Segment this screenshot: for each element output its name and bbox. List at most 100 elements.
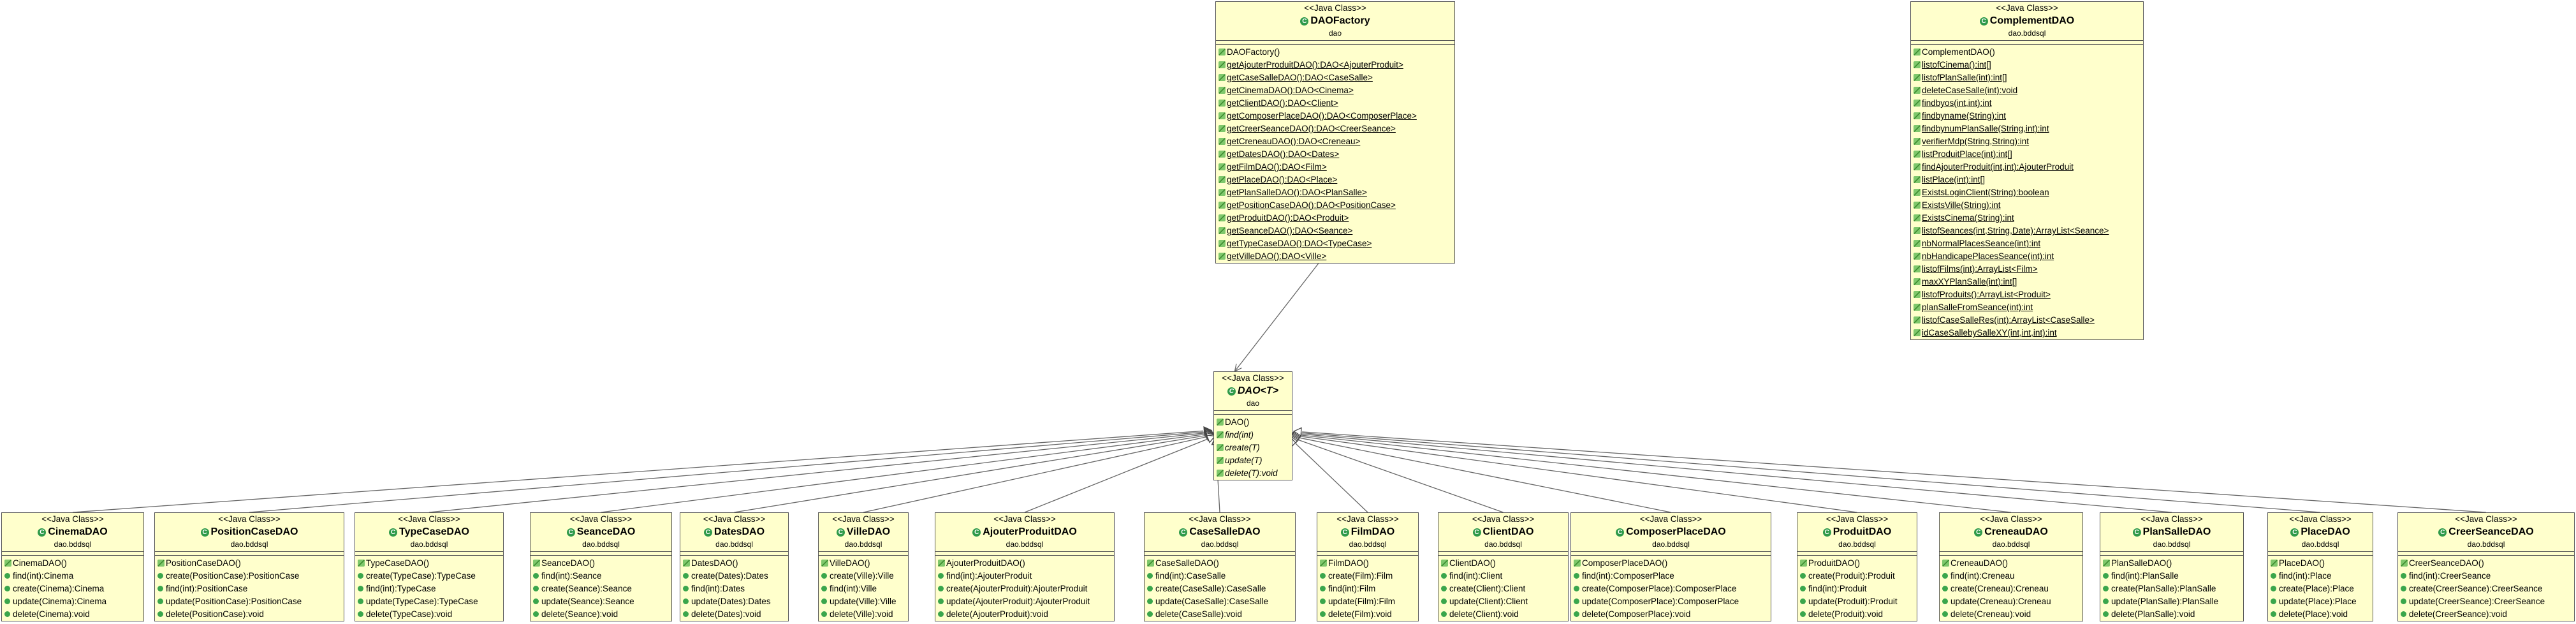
operation-item[interactable]: find(int):PositionCase xyxy=(157,583,344,595)
operation-item[interactable]: planSalleFromSeance(int):int xyxy=(1914,301,2143,314)
operation-item[interactable]: getSeanceDAO():DAO<Seance> xyxy=(1218,225,1454,237)
operation-item[interactable]: getFilmDAO():DAO<Film> xyxy=(1218,161,1454,174)
operation-item[interactable]: ProduitDAO() xyxy=(1800,557,1917,570)
operation-item[interactable]: create(CreerSeance):CreerSeance xyxy=(2401,583,2574,595)
operation-item[interactable]: nbNormalPlacesSeance(int):int xyxy=(1914,237,2143,250)
operation-item[interactable]: create(Ville):Ville xyxy=(821,570,908,583)
operation-item[interactable]: delete(T):void xyxy=(1217,467,1292,480)
operation-item[interactable]: delete(TypeCase):void xyxy=(358,608,503,621)
operation-item[interactable]: findbyname(String):int xyxy=(1914,110,2143,123)
operation-item[interactable]: getTypeCaseDAO():DAO<TypeCase> xyxy=(1218,237,1454,250)
operation-item[interactable]: FilmDAO() xyxy=(1320,557,1418,570)
operation-item[interactable]: find(int):Dates xyxy=(683,583,788,595)
operation-item[interactable]: update(Seance):Seance xyxy=(533,595,671,608)
operation-item[interactable]: getCreerSeanceDAO():DAO<CreerSeance> xyxy=(1218,123,1454,135)
operation-item[interactable]: delete(Client):void xyxy=(1441,608,1568,621)
operation-item[interactable]: getClientDAO():DAO<Client> xyxy=(1218,97,1454,110)
operation-item[interactable]: delete(Creneau):void xyxy=(1942,608,2082,621)
operation-item[interactable]: create(T) xyxy=(1217,442,1292,454)
operation-item[interactable]: delete(Seance):void xyxy=(533,608,671,621)
operation-item[interactable]: getCinemaDAO():DAO<Cinema> xyxy=(1218,84,1454,97)
operation-item[interactable]: find(int):Client xyxy=(1441,570,1568,583)
operation-item[interactable]: DatesDAO() xyxy=(683,557,788,570)
operation-item[interactable]: find(int):AjouterProduit xyxy=(938,570,1114,583)
operation-item[interactable]: ClientDAO() xyxy=(1441,557,1568,570)
operation-item[interactable]: CreerSeanceDAO() xyxy=(2401,557,2574,570)
operation-item[interactable]: findAjouterProduit(int,int):AjouterProdu… xyxy=(1914,161,2143,174)
operation-item[interactable]: CreneauDAO() xyxy=(1942,557,2082,570)
operation-item[interactable]: update(Creneau):Creneau xyxy=(1942,595,2082,608)
operation-item[interactable]: find(int):CreerSeance xyxy=(2401,570,2574,583)
operation-item[interactable]: verifierMdp(String,String):int xyxy=(1914,135,2143,148)
operation-item[interactable]: update(Client):Client xyxy=(1441,595,1568,608)
operation-item[interactable]: findbyos(int,int):int xyxy=(1914,97,2143,110)
operation-item[interactable]: find(int):Creneau xyxy=(1942,570,2082,583)
operation-item[interactable]: getPlaceDAO():DAO<Place> xyxy=(1218,174,1454,186)
operation-item[interactable]: PositionCaseDAO() xyxy=(157,557,344,570)
operation-item[interactable]: delete(Place):void xyxy=(2271,608,2373,621)
operation-item[interactable]: getProduitDAO():DAO<Produit> xyxy=(1218,212,1454,225)
operation-item[interactable]: PlanSalleDAO() xyxy=(2103,557,2243,570)
operation-item[interactable]: update(CaseSalle):CaseSalle xyxy=(1147,595,1295,608)
operation-item[interactable]: getCaseSalleDAO():DAO<CaseSalle> xyxy=(1218,71,1454,84)
operation-item[interactable]: update(Produit):Produit xyxy=(1800,595,1917,608)
operation-item[interactable]: delete(CaseSalle):void xyxy=(1147,608,1295,621)
operation-item[interactable]: create(Creneau):Creneau xyxy=(1942,583,2082,595)
operation-item[interactable]: find(int):Ville xyxy=(821,583,908,595)
operation-item[interactable]: find(int):Film xyxy=(1320,583,1418,595)
operation-item[interactable]: ExistsCinema(String):int xyxy=(1914,212,2143,225)
operation-item[interactable]: listProduitPlace(int):int[] xyxy=(1914,148,2143,161)
operation-item[interactable]: delete(Film):void xyxy=(1320,608,1418,621)
operation-item[interactable]: AjouterProduitDAO() xyxy=(938,557,1114,570)
operation-item[interactable]: create(Film):Film xyxy=(1320,570,1418,583)
operation-item[interactable]: delete(AjouterProduit):void xyxy=(938,608,1114,621)
operation-item[interactable]: DAO() xyxy=(1217,416,1292,429)
operation-item[interactable]: deleteCaseSalle(int):void xyxy=(1914,84,2143,97)
operation-item[interactable]: find(int):Produit xyxy=(1800,583,1917,595)
operation-item[interactable]: update(Dates):Dates xyxy=(683,595,788,608)
operation-item[interactable]: getDatesDAO():DAO<Dates> xyxy=(1218,148,1454,161)
operation-item[interactable]: VilleDAO() xyxy=(821,557,908,570)
operation-item[interactable]: create(Produit):Produit xyxy=(1800,570,1917,583)
operation-item[interactable]: findbynumPlanSalle(String,int):int xyxy=(1914,123,2143,135)
operation-item[interactable]: delete(PositionCase):void xyxy=(157,608,344,621)
operation-item[interactable]: find(int) xyxy=(1217,429,1292,442)
operation-item[interactable]: update(PlanSalle):PlanSalle xyxy=(2103,595,2243,608)
operation-item[interactable]: delete(PlanSalle):void xyxy=(2103,608,2243,621)
operation-item[interactable]: listofFilms(int):ArrayList<Film> xyxy=(1914,263,2143,276)
operation-item[interactable]: TypeCaseDAO() xyxy=(358,557,503,570)
operation-item[interactable]: getPositionCaseDAO():DAO<PositionCase> xyxy=(1218,199,1454,212)
operation-item[interactable]: delete(Ville):void xyxy=(821,608,908,621)
operation-item[interactable]: find(int):TypeCase xyxy=(358,583,503,595)
operation-item[interactable]: update(CreerSeance):CreerSeance xyxy=(2401,595,2574,608)
operation-item[interactable]: create(Seance):Seance xyxy=(533,583,671,595)
operation-item[interactable]: find(int):PlanSalle xyxy=(2103,570,2243,583)
operation-item[interactable]: getVilleDAO():DAO<Ville> xyxy=(1218,250,1454,263)
operation-item[interactable]: find(int):Seance xyxy=(533,570,671,583)
operation-item[interactable]: create(Client):Client xyxy=(1441,583,1568,595)
operation-item[interactable]: create(Dates):Dates xyxy=(683,570,788,583)
operation-item[interactable]: create(AjouterProduit):AjouterProduit xyxy=(938,583,1114,595)
operation-item[interactable]: update(AjouterProduit):AjouterProduit xyxy=(938,595,1114,608)
operation-item[interactable]: listofPlanSalle(int):int[] xyxy=(1914,71,2143,84)
operation-item[interactable]: idCaseSallebySalleXY(int,int,int):int xyxy=(1914,327,2143,339)
operation-item[interactable]: getCreneauDAO():DAO<Creneau> xyxy=(1218,135,1454,148)
operation-item[interactable]: maxXYPlanSalle(int):int[] xyxy=(1914,276,2143,288)
operation-item[interactable]: delete(Dates):void xyxy=(683,608,788,621)
operation-item[interactable]: update(Ville):Ville xyxy=(821,595,908,608)
operation-item[interactable]: getAjouterProduitDAO():DAO<AjouterProdui… xyxy=(1218,59,1454,71)
operation-item[interactable]: ComposerPlaceDAO() xyxy=(1574,557,1771,570)
operation-item[interactable]: create(Place):Place xyxy=(2271,583,2373,595)
operation-item[interactable]: update(T) xyxy=(1217,454,1292,467)
